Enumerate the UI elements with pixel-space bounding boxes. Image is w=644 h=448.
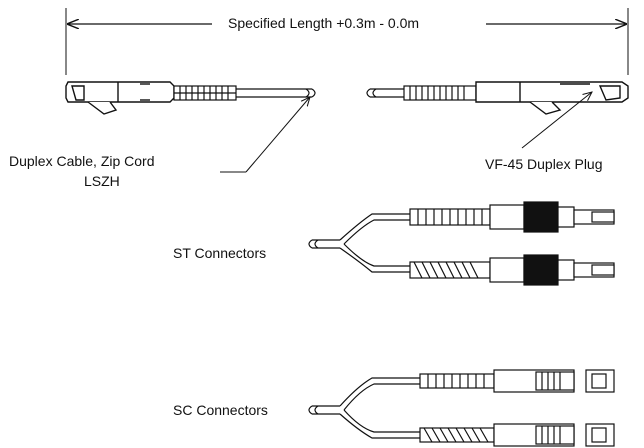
dimension-label: Specified Length +0.3m - 0.0m: [228, 15, 420, 31]
sc-connector-top: [419, 369, 615, 393]
left-cable-stub: [236, 88, 316, 98]
cable-callout-line2: LSZH: [84, 173, 120, 189]
st-connectors-label: ST Connectors: [173, 245, 267, 261]
left-duplex-plug: [65, 81, 175, 115]
st-connector-top: [409, 201, 615, 233]
dimension-line: [65, 8, 629, 75]
right-duplex-plug: [475, 81, 629, 115]
st-breakout: [308, 213, 410, 273]
right-strain-relief: [403, 85, 477, 101]
st-connector-bottom: [409, 254, 615, 286]
sc-connectors-label: SC Connectors: [173, 402, 268, 418]
left-strain-relief: [173, 85, 237, 101]
plug-leader-line: [521, 92, 592, 149]
plug-callout: VF-45 Duplex Plug: [485, 156, 603, 172]
cable-callout-line1: Duplex Cable, Zip Cord: [9, 153, 155, 169]
cable-leader-line: [220, 97, 310, 173]
sc-breakout: [308, 377, 420, 439]
sc-connector-bottom: [419, 423, 615, 447]
